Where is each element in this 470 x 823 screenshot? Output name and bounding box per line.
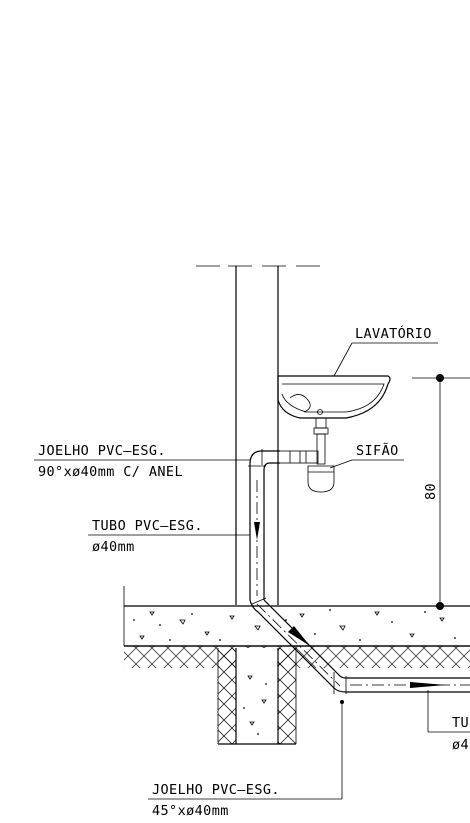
label-joelho45-line1: JOELHO PVC–ESG. — [152, 782, 280, 798]
label-joelho90-line1: JOELHO PVC–ESG. — [38, 443, 166, 459]
floor-slab — [123, 586, 470, 668]
label-lavatorio: LAVATÓRIO — [355, 324, 432, 342]
label-joelho45-line2: 45°xø40mm — [152, 803, 229, 819]
label-sifao-group: SIFÃO — [329, 442, 404, 469]
sloped-drain-pipe — [249, 597, 347, 694]
label-tubo-right-group: TU ø4 — [427, 690, 470, 753]
label-joelho90-group: JOELHO PVC–ESG. 90°xø40mm C/ ANEL — [34, 443, 250, 480]
label-tubo-line2: ø40mm — [92, 539, 135, 555]
horizontal-drain-pipe — [346, 677, 470, 693]
wall — [196, 265, 320, 605]
label-tubo-group: TUBO PVC–ESG. ø40mm — [88, 518, 250, 555]
label-tubo-line1: TUBO PVC–ESG. — [92, 518, 203, 534]
siphon — [277, 417, 335, 493]
vertical-drain-pipe — [248, 449, 280, 600]
label-joelho90-line2: 90°xø40mm C/ ANEL — [38, 464, 183, 480]
label-lavatorio-group: LAVATÓRIO — [333, 324, 438, 377]
label-tubo-right-line1: TU — [452, 715, 469, 731]
label-sifao: SIFÃO — [356, 442, 399, 459]
label-joelho45-group: JOELHO PVC–ESG. 45°xø40mm — [148, 700, 344, 819]
foundation — [217, 648, 297, 745]
label-tubo-right-line2: ø4 — [452, 737, 469, 753]
lavatory-basin — [277, 375, 391, 419]
dimension-value: 80 — [423, 483, 439, 500]
height-dimension: 80 — [412, 374, 470, 610]
